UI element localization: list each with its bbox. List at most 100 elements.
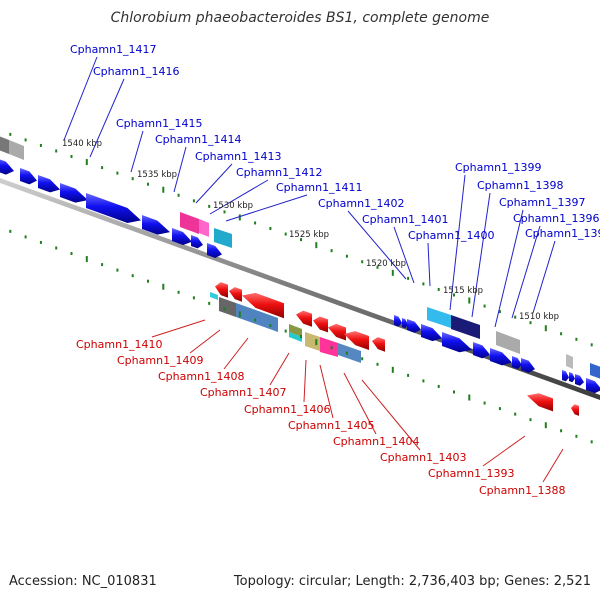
gene-box[interactable] [219, 297, 236, 317]
gene-box[interactable] [289, 332, 302, 342]
gene-arrow-forward[interactable] [207, 243, 222, 258]
gene-arrow-forward[interactable] [172, 228, 192, 245]
scale-dot[interactable] [391, 366, 394, 373]
scale-dot[interactable] [483, 304, 486, 308]
gene-label[interactable]: Cphamn1_1415 [116, 117, 203, 130]
scale-dot[interactable] [131, 274, 134, 278]
leader-line[interactable] [343, 372, 377, 435]
gene-arrow-reverse[interactable] [313, 316, 328, 333]
gene-box[interactable] [199, 219, 209, 237]
gene-arrow-forward[interactable] [191, 235, 203, 249]
gene-box[interactable] [496, 331, 520, 354]
gene-label[interactable]: Cphamn1_1405 [288, 419, 375, 432]
gene-label[interactable]: Cphamn1_1402 [318, 197, 405, 210]
leader-line[interactable] [303, 359, 307, 403]
scale-dot[interactable] [345, 254, 348, 258]
gene-arrow-forward[interactable] [86, 193, 141, 224]
gene-box[interactable] [210, 292, 218, 300]
scale-dot[interactable] [560, 332, 563, 336]
gene-arrow-forward[interactable] [38, 175, 60, 193]
gene-arrow-forward[interactable] [442, 332, 472, 353]
gene-label[interactable]: Cphamn1_1414 [155, 133, 242, 146]
leader-line[interactable] [319, 364, 334, 419]
gene-arrow-forward[interactable] [521, 358, 535, 373]
leader-line[interactable] [173, 146, 187, 193]
gene-arrow-reverse[interactable] [296, 310, 312, 327]
scale-dot[interactable] [85, 256, 88, 263]
scale-dot[interactable] [544, 325, 547, 332]
scale-dot[interactable] [24, 138, 27, 142]
gene-label[interactable]: Cphamn1_1388 [479, 484, 566, 497]
gene-label[interactable]: Cphamn1_1411 [276, 181, 363, 194]
scale-dot[interactable] [85, 159, 88, 166]
gene-arrow-reverse[interactable] [571, 404, 579, 416]
scale-dot[interactable] [39, 143, 42, 147]
scale-dot[interactable] [437, 287, 440, 291]
gene-label[interactable]: Cphamn1_1396 [513, 212, 600, 225]
gene-label[interactable]: Cphamn1_1400 [408, 229, 495, 242]
scale-dot[interactable] [284, 329, 287, 333]
scale-dot[interactable] [529, 321, 532, 325]
leader-line[interactable] [223, 337, 249, 370]
leader-line[interactable] [494, 209, 524, 328]
scale-dot[interactable] [208, 301, 211, 305]
scale-dot[interactable] [590, 440, 593, 444]
leader-line[interactable] [189, 329, 221, 354]
scale-dot[interactable] [453, 390, 455, 394]
leader-line[interactable] [209, 179, 269, 215]
scale-dot[interactable] [254, 221, 257, 225]
leader-line[interactable] [532, 240, 556, 314]
scale-dot[interactable] [391, 269, 394, 276]
scale-dot[interactable] [330, 346, 333, 350]
scale-dot[interactable] [407, 373, 410, 377]
gene-label[interactable]: Cphamn1_1399 [455, 161, 542, 174]
scale-dot[interactable] [590, 343, 593, 347]
scale-dot[interactable] [269, 227, 272, 231]
gene-box[interactable] [427, 307, 451, 328]
gene-label[interactable]: Cphamn1_1406 [244, 403, 331, 416]
scale-dot[interactable] [55, 246, 58, 250]
gene-box[interactable] [289, 324, 302, 337]
scale-dot[interactable] [407, 276, 410, 280]
gene-arrow-forward[interactable] [407, 319, 421, 333]
gene-box[interactable] [590, 363, 600, 380]
gene-arrow-forward[interactable] [142, 215, 170, 235]
scale-dot[interactable] [468, 394, 471, 401]
scale-dot[interactable] [345, 351, 348, 355]
gene-box[interactable] [320, 337, 338, 357]
scale-dot[interactable] [147, 182, 149, 186]
leader-line[interactable] [89, 78, 125, 158]
leader-line[interactable] [151, 319, 206, 338]
gene-box[interactable] [9, 140, 24, 160]
gene-arrow-forward[interactable] [421, 324, 442, 342]
scale-dot[interactable] [208, 204, 211, 208]
gene-arrow-forward[interactable] [394, 315, 402, 327]
scale-dot[interactable] [422, 282, 425, 286]
gene-box[interactable] [451, 315, 480, 339]
scale-dot[interactable] [361, 357, 364, 361]
scale-dot[interactable] [238, 214, 241, 221]
gene-arrow-reverse[interactable] [328, 323, 346, 341]
scale-dot[interactable] [422, 379, 425, 383]
scale-dot[interactable] [376, 362, 379, 366]
gene-box[interactable] [338, 343, 361, 363]
leader-line[interactable] [195, 163, 233, 204]
scale-dot[interactable] [70, 155, 73, 159]
scale-dot[interactable] [55, 149, 58, 153]
gene-arrow-forward[interactable] [0, 158, 14, 175]
scale-dot[interactable] [269, 324, 272, 328]
gene-label[interactable]: Cphamn1_1398 [477, 179, 564, 192]
scale-dot[interactable] [468, 297, 471, 304]
scale-dot[interactable] [238, 311, 241, 318]
gene-label[interactable]: Cphamn1_1397 [499, 196, 586, 209]
scale-dot[interactable] [254, 318, 257, 322]
leader-line[interactable] [449, 174, 466, 311]
gene-arrow-reverse[interactable] [527, 393, 553, 412]
scale-dot[interactable] [453, 293, 455, 297]
leader-line[interactable] [269, 352, 290, 386]
leader-line[interactable] [225, 194, 308, 222]
scale-dot[interactable] [514, 412, 517, 416]
gene-box[interactable] [305, 332, 320, 351]
scale-dot[interactable] [575, 434, 578, 438]
gene-label[interactable]: Cphamn1_1409 [117, 354, 204, 367]
